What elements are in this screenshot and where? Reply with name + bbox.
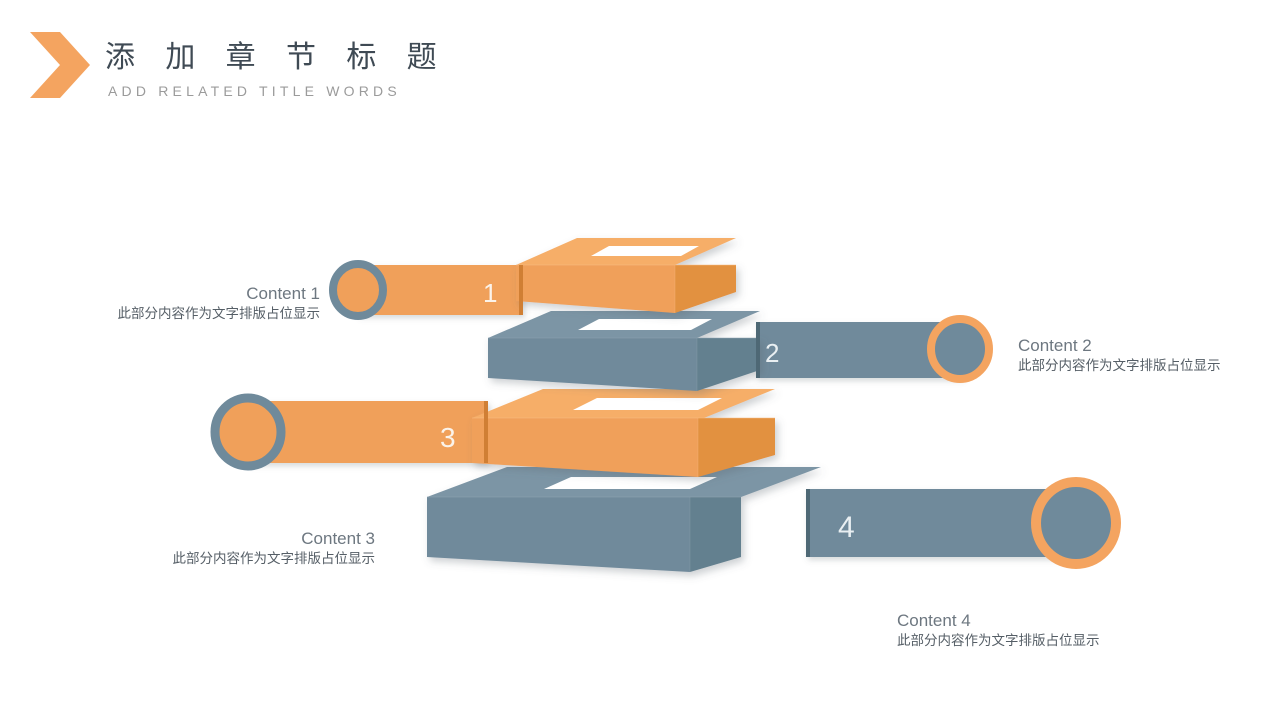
- row-4-group[interactable]: 4: [427, 467, 1121, 572]
- page-title: 添 加 章 节 标 题: [105, 41, 448, 74]
- slide-header: 添 加 章 节 标 题 ADD RELATED TITLE WORDS: [0, 0, 1280, 130]
- row-3-description: 此部分内容作为文字排版占位显示: [172, 551, 376, 567]
- row-4-divider: [806, 489, 810, 557]
- row-4-description: 此部分内容作为文字排版占位显示: [897, 633, 1100, 649]
- row-4-label: Content 4 此部分内容作为文字排版占位显示: [897, 610, 1217, 650]
- row-3-title: Content 3: [301, 529, 375, 548]
- row-1-group[interactable]: 1: [329, 238, 736, 320]
- row-2-title: Content 2: [1018, 336, 1092, 355]
- row-3-divider: [484, 401, 488, 463]
- row-3-group[interactable]: 3: [210, 389, 775, 477]
- row-4-ring[interactable]: [1031, 477, 1121, 569]
- row-2-number: 2: [765, 338, 779, 368]
- row-2-ring[interactable]: [927, 315, 993, 383]
- row-1-ring[interactable]: [329, 260, 387, 320]
- row-2-box[interactable]: [488, 311, 760, 391]
- row-3-connector-bar: [248, 401, 488, 463]
- row-4-box[interactable]: [427, 467, 821, 572]
- row-1-title: Content 1: [246, 284, 320, 303]
- row-3-label: Content 3 此部分内容作为文字排版占位显示: [55, 528, 376, 568]
- chevron-right-icon: [30, 32, 90, 98]
- row-3-box[interactable]: [472, 389, 775, 477]
- row-2-divider: [756, 322, 760, 378]
- row-1-label: Content 1 此部分内容作为文字排版占位显示: [0, 283, 321, 323]
- row-4-number: 4: [838, 511, 855, 544]
- row-2-label: Content 2 此部分内容作为文字排版占位显示: [1018, 335, 1280, 375]
- row-2-group[interactable]: 2: [488, 311, 993, 391]
- row-1-box[interactable]: [516, 238, 736, 313]
- row-4-title: Content 4: [897, 611, 971, 630]
- row-2-description: 此部分内容作为文字排版占位显示: [1018, 358, 1221, 374]
- row-1-divider: [519, 265, 523, 315]
- page-subtitle: ADD RELATED TITLE WORDS: [108, 83, 401, 99]
- row-1-number: 1: [483, 278, 497, 308]
- row-1-description: 此部分内容作为文字排版占位显示: [117, 306, 321, 322]
- row-3-number: 3: [440, 422, 456, 453]
- row-3-ring[interactable]: [210, 393, 286, 471]
